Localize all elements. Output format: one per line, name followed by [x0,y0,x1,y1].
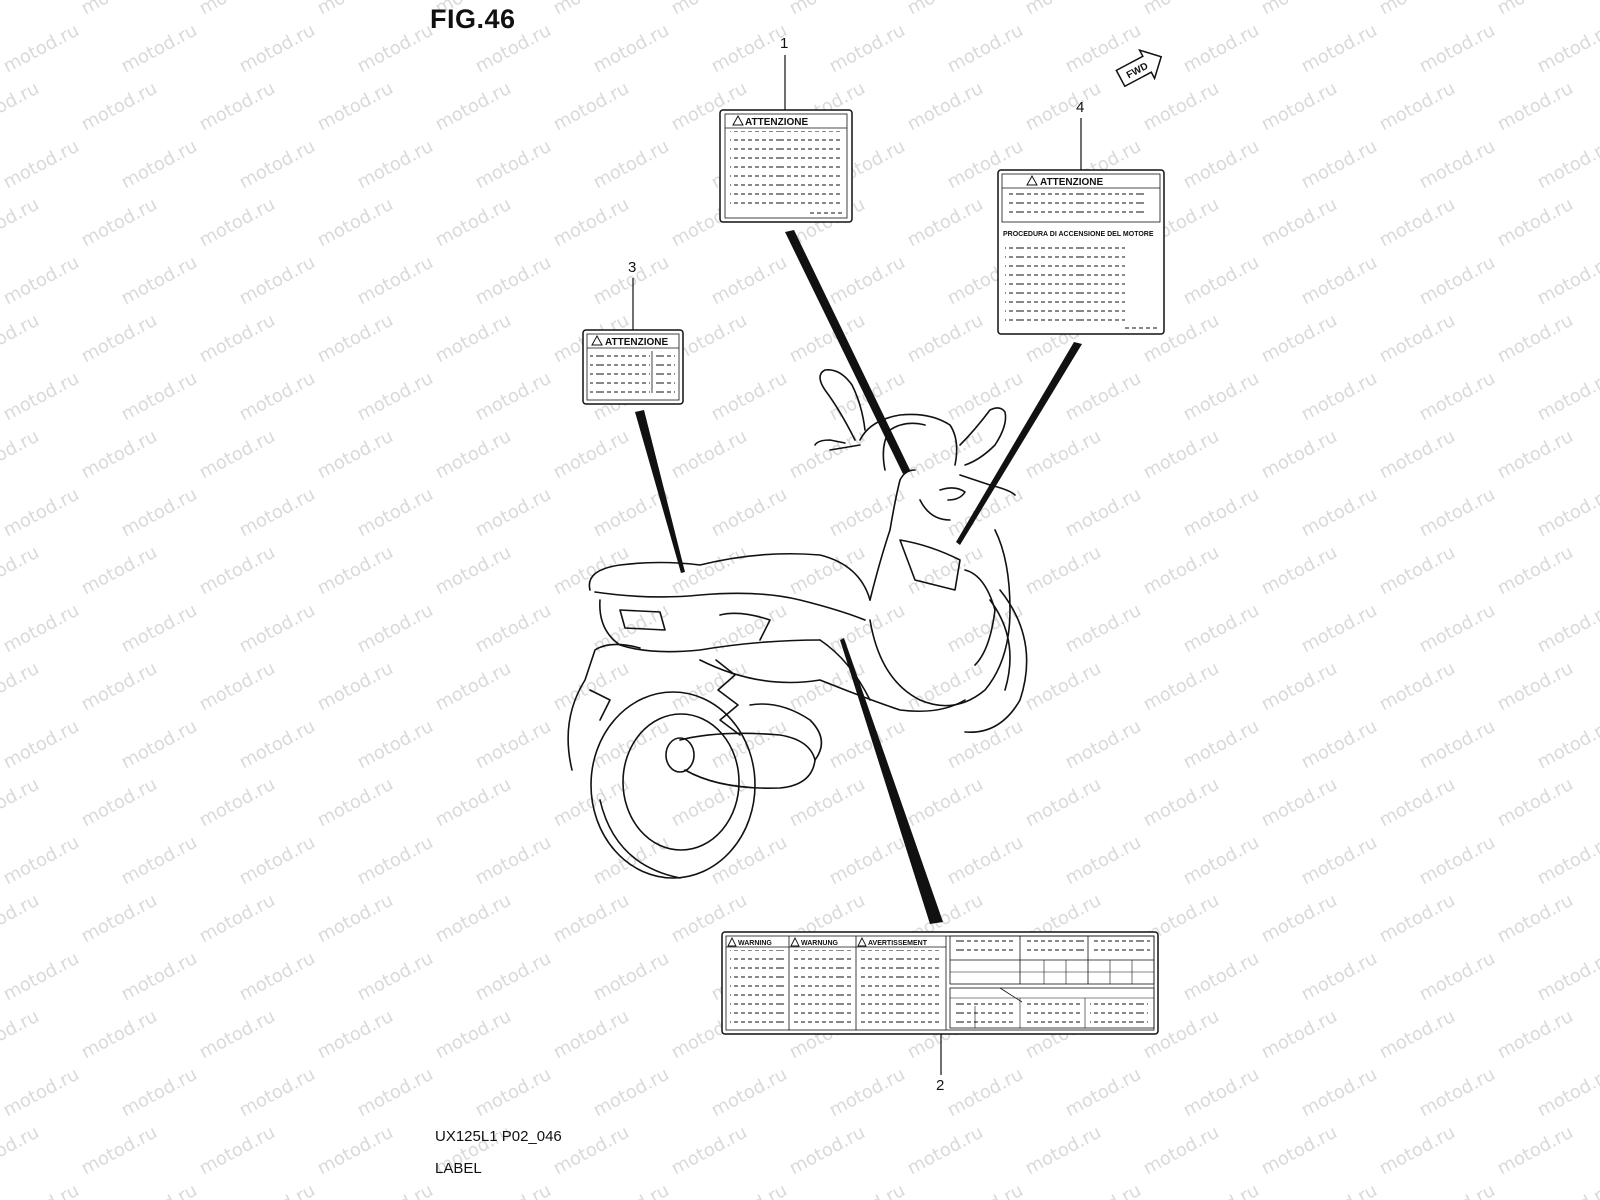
leader-lines [635,230,1082,924]
label-2-header-en: WARNING [738,940,772,947]
label-3-header: ATTENZIONE [605,337,668,348]
scooter-drawing [567,368,1028,879]
label-2-header-de: WARNUNG [801,940,838,947]
label-1-group: 1 ATTENZIONE [719,35,853,223]
warning-triangle-icon [790,936,800,947]
callout-number-4: 4 [1076,99,1084,116]
warning-triangle-icon [591,334,603,346]
handlebar-cowl [859,413,958,466]
figure-code: UX125L1 P02_046 [435,1128,562,1145]
figure-caption: LABEL [435,1160,482,1177]
rear-wheel [590,691,756,879]
leader-wedge-1 [785,230,910,474]
label-2-header-fr: AVERTISSEMENT [868,940,928,947]
warning-triangle-icon [732,114,744,126]
rear-shock [715,659,741,736]
callout-number-3: 3 [628,259,636,276]
leader-wedge-2 [840,638,943,924]
label-4-subheader: PROCEDURA DI ACCENSIONE DEL MOTORE [1003,231,1154,238]
label-4-group: 4 ATTENZIONE PROCEDURA DI ACCENSIONE DEL… [997,99,1165,335]
figure-title: FIG.46 [430,4,516,34]
front-wheel [964,589,1028,733]
label-4-header: ATTENZIONE [1040,177,1103,188]
muffler [679,732,816,789]
front-body [869,469,916,601]
warning-triangle-icon [727,936,737,947]
right-mirror [959,407,1007,466]
label-3-group: 3 ATTENZIONE [582,259,684,405]
leader-wedge-3 [635,410,685,573]
callout-number-1: 1 [780,35,788,52]
fwd-arrow-icon: FWD [1115,48,1163,88]
callout-number-2: 2 [936,1077,944,1094]
warning-triangle-icon [857,936,867,947]
leader-wedge-4 [956,342,1082,545]
label-2-group: WARNING WARNUNG AVERTISSEMENT 2 [721,931,1159,1094]
seat [588,552,871,601]
left-mirror [819,368,866,441]
label-1-header: ATTENZIONE [745,117,808,128]
warning-triangle-icon [1026,174,1038,186]
